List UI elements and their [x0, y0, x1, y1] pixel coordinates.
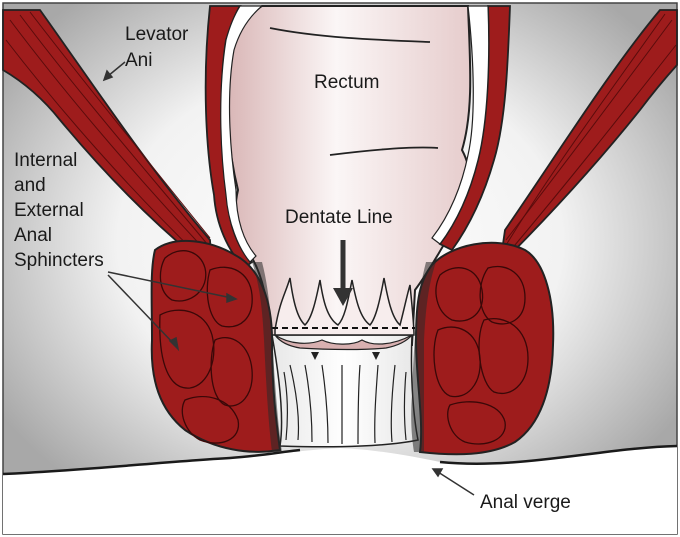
left-levator-fibers — [5, 11, 211, 263]
levator-ani-label: Levator Ani — [125, 22, 188, 74]
right-rectal-wall-inner — [431, 5, 490, 245]
dentate-line-arrow — [333, 240, 353, 306]
anoderm-lines — [283, 364, 407, 445]
levator-ani-label-line-2: Ani — [125, 50, 153, 71]
rectal-fold-middle — [329, 146, 439, 156]
anal-sinuses — [274, 334, 413, 351]
right-levator-fibers — [502, 13, 677, 259]
right-sphincter-lobes — [433, 266, 529, 445]
levator-ani-pointer — [102, 61, 126, 82]
sphincters-label-line-3: External — [14, 200, 84, 221]
skin-line — [2, 444, 678, 476]
rectal-fold-upper — [269, 27, 431, 43]
sphincters-label-line-1: Internal — [14, 150, 78, 171]
sphincters-label-line-2: and — [14, 175, 46, 196]
anal-verge-pointer — [431, 468, 475, 496]
dentate-line-label: Dentate Line — [285, 207, 393, 228]
anal-columns — [274, 277, 415, 336]
anal-crypt-arrow-left — [311, 352, 319, 360]
right-canal-shadow — [411, 262, 436, 452]
levator-ani-label-line-1: Levator — [125, 24, 189, 45]
sphincters-label: Internal and External Anal Sphincters — [14, 148, 104, 273]
sphincters-pointers — [107, 271, 238, 352]
left-rectal-wall-inner — [220, 5, 264, 263]
sphincters-label-line-5: Sphincters — [14, 250, 104, 271]
perineum-skin — [3, 446, 677, 534]
anal-crypt-arrow-right — [372, 352, 380, 360]
anal-canal — [271, 334, 419, 448]
rectum-label: Rectum — [314, 72, 380, 93]
right-levator-ani — [498, 9, 678, 268]
anal-verge-label: Anal verge — [480, 492, 571, 513]
sphincters-label-line-4: Anal — [14, 225, 53, 246]
left-sphincter-lobes — [159, 250, 253, 444]
left-canal-shadow — [252, 262, 282, 452]
